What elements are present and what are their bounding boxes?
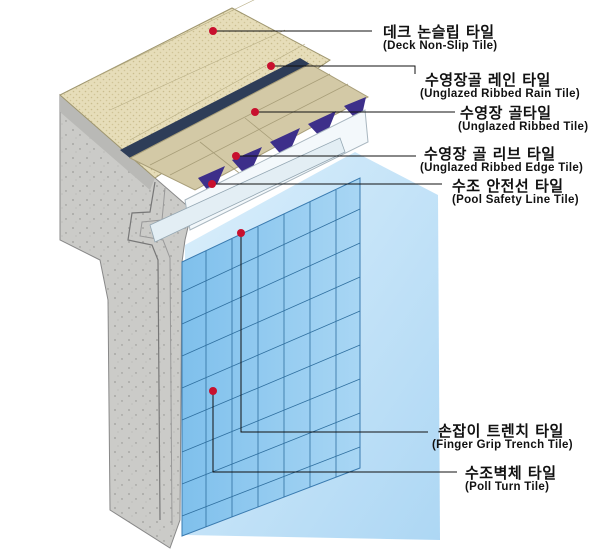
- callout-rain-en: (Unglazed Ribbed Rain Tile): [420, 88, 580, 100]
- callout-safety-ko: 수조 안전선 타일: [452, 177, 564, 195]
- marker-ribbed: [251, 108, 259, 116]
- marker-trench: [237, 229, 245, 237]
- rain-tile-strip: [120, 58, 310, 158]
- ribbed-tile-band: [128, 63, 370, 191]
- leader-rain: [271, 65, 416, 74]
- callout-edge-ko: 수영장 골 리브 타일: [424, 145, 556, 163]
- callout-ribbed-ko: 수영장 골타일: [460, 104, 552, 122]
- safety-line-tile: [149, 109, 369, 243]
- deck-tile-surface: [59, 0, 331, 179]
- callout-leaders: [212, 30, 457, 473]
- callout-wall-en: (Poll Turn Tile): [465, 481, 550, 493]
- pool-wall-tile-grid: [181, 177, 361, 537]
- marker-safety: [208, 180, 216, 188]
- callout-ribbed-en: (Unglazed Ribbed Tile): [458, 121, 589, 133]
- callout-safety-en: (Pool Safety Line Tile): [452, 194, 579, 206]
- callout-deck-en: (Deck Non-Slip Tile): [383, 40, 498, 52]
- callout-trench-ko: 손잡이 트렌치 타일: [438, 422, 564, 440]
- leader-wall: [212, 391, 457, 473]
- marker-wall: [209, 387, 217, 395]
- callout-edge-en: (Unglazed Ribbed Edge Tile): [420, 162, 584, 174]
- callout-trench-en: (Finger Grip Trench Tile): [432, 439, 573, 451]
- callout-deck-ko: 데크 논슬립 타일: [383, 23, 495, 41]
- marker-rain: [267, 62, 275, 70]
- marker-edge: [232, 152, 240, 160]
- callout-wall-ko: 수조벽체 타일: [465, 464, 557, 482]
- marker-deck: [209, 27, 217, 35]
- leader-trench: [240, 233, 428, 433]
- callout-markers: [208, 27, 275, 395]
- callout-rain-ko: 수영장골 레인 타일: [425, 71, 551, 89]
